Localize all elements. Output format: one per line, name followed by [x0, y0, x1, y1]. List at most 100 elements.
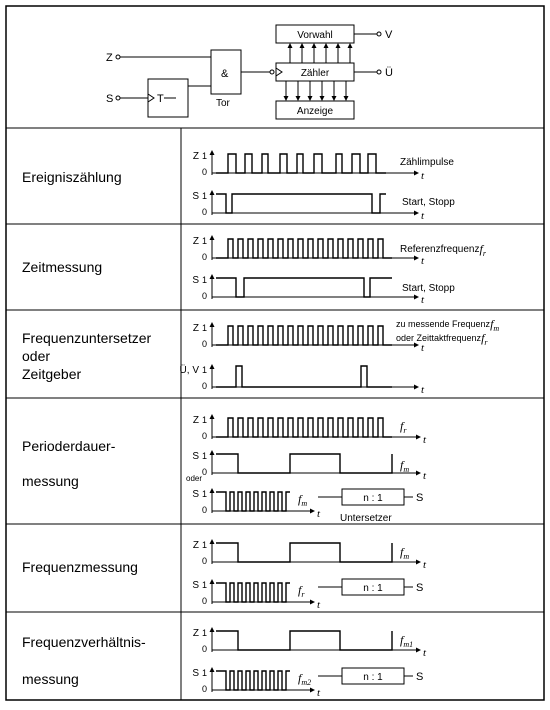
row-6-z-symbol: fm1	[400, 633, 413, 649]
y-axis-arrow	[209, 274, 215, 279]
row-2-z-wave	[216, 238, 392, 259]
row-3-z-symbol-2: fr	[481, 331, 488, 347]
y-axis-arrow	[209, 450, 215, 455]
input-s-label: S	[106, 93, 113, 105]
axis-zero-mark: 0	[202, 339, 207, 349]
axis-time-label: t	[317, 599, 321, 611]
axis-zero-mark: 0	[202, 596, 207, 606]
row-6-name-line-1: Frequenzverhältnis-	[22, 634, 146, 650]
axis-signal-label: Z	[193, 323, 199, 334]
y-axis-arrow	[209, 667, 215, 672]
row-5-z-symbol: fm	[400, 545, 409, 561]
axis-time-label: t	[423, 434, 427, 446]
row-5-z-wave	[216, 542, 393, 563]
row-2-z-symbol: fr	[480, 242, 487, 258]
row-2-s-wave	[216, 277, 392, 298]
bus-up-arrow	[299, 43, 305, 48]
row-2-s-label: Start, Stopp	[402, 283, 455, 294]
preset-label: Vorwahl	[297, 30, 333, 41]
axis-time-label: t	[317, 508, 321, 520]
axis-signal-label: S	[192, 580, 199, 591]
axis-zero-mark: 0	[202, 381, 207, 391]
axis-time-label: t	[423, 559, 427, 571]
bus-arrows	[283, 43, 353, 101]
x-axis-arrow	[414, 342, 419, 348]
axis-signal-label: Ü, V	[180, 364, 200, 376]
axis-signal-label: Z	[193, 415, 199, 426]
x-axis-arrow	[416, 434, 421, 440]
axis-zero-mark: 0	[202, 467, 207, 477]
axis-one-mark: 1	[202, 236, 207, 246]
x-axis-arrow	[416, 647, 421, 653]
axis-zero-mark: 0	[202, 291, 207, 301]
bus-up-arrow	[287, 43, 293, 48]
bus-up-arrow	[323, 43, 329, 48]
axis-one-mark: 1	[202, 415, 207, 425]
row-2-z-label: Referenzfrequenz	[400, 244, 480, 255]
row-names: Ereigniszählung Zeitmessung Frequenzunte…	[22, 169, 152, 687]
row-3-z-symbol: fm	[490, 317, 499, 333]
display-block	[275, 100, 355, 120]
axis-one-mark: 1	[202, 540, 207, 550]
flipflop-clock-mark	[147, 93, 155, 103]
axis-time-label: t	[423, 647, 427, 659]
axis-zero-mark: 0	[202, 684, 207, 694]
y-axis-arrow	[209, 235, 215, 240]
row-6-z-wave	[216, 630, 393, 651]
bus-down-arrow	[295, 96, 301, 101]
row-2-name: Zeitmessung	[22, 259, 102, 275]
axis-one-mark: 1	[202, 275, 207, 285]
gate-label: Tor	[216, 98, 231, 109]
bus-down-arrow	[331, 96, 337, 101]
axis-signal-label: S	[192, 275, 199, 286]
row-1-name: Ereigniszählung	[22, 169, 122, 185]
row-1-z-wave	[216, 153, 386, 174]
axis-one-mark: 1	[202, 668, 207, 678]
axis-signal-label: S	[192, 191, 199, 202]
row-1-s-wave	[216, 193, 386, 214]
row-6-s-wave	[216, 670, 290, 691]
axis-signal-label: S	[192, 451, 199, 462]
axis-zero-mark: 0	[202, 207, 207, 217]
counter-input-bubble	[269, 69, 275, 75]
y-axis-arrow	[209, 150, 215, 155]
axis-one-mark: 1	[202, 151, 207, 161]
row-4-s2-wave	[216, 491, 290, 512]
row-4-z-wave	[216, 417, 392, 438]
divider-ratio: n : 1	[363, 493, 383, 504]
block-diagram: Z S T & Tor Vorwahl V Zähler Ü Anz	[106, 24, 393, 120]
divider-ratio: n : 1	[363, 672, 383, 683]
axis-zero-mark: 0	[202, 167, 207, 177]
input-z-terminal	[115, 54, 121, 60]
axis-time-label: t	[421, 342, 425, 354]
axis-zero-mark: 0	[202, 431, 207, 441]
row-6-name-line-2: messung	[22, 671, 79, 687]
input-z-label: Z	[106, 52, 113, 64]
row-4-s1-symbol: fm	[400, 458, 409, 474]
y-axis-arrow	[209, 414, 215, 419]
row-4-or-label: oder	[186, 474, 202, 483]
y-axis-arrow	[209, 539, 215, 544]
x-axis-arrow	[416, 470, 421, 476]
divider-ratio: n : 1	[363, 583, 383, 594]
axis-signal-label: S	[192, 668, 199, 679]
and-gate	[210, 49, 242, 95]
axis-one-mark: 1	[202, 191, 207, 201]
bus-up-arrow	[347, 43, 353, 48]
divider-caption: Untersetzer	[340, 513, 392, 524]
axis-one-mark: 1	[202, 489, 207, 499]
x-axis-arrow	[416, 559, 421, 565]
bus-down-arrow	[343, 96, 349, 101]
row-3-name-line-2: oder	[22, 348, 50, 364]
axis-one-mark: 1	[202, 580, 207, 590]
axis-one-mark: 1	[202, 628, 207, 638]
output-u-label: Ü	[385, 67, 393, 79]
divider-output-label: S	[416, 492, 423, 504]
axis-signal-label: Z	[193, 151, 199, 162]
